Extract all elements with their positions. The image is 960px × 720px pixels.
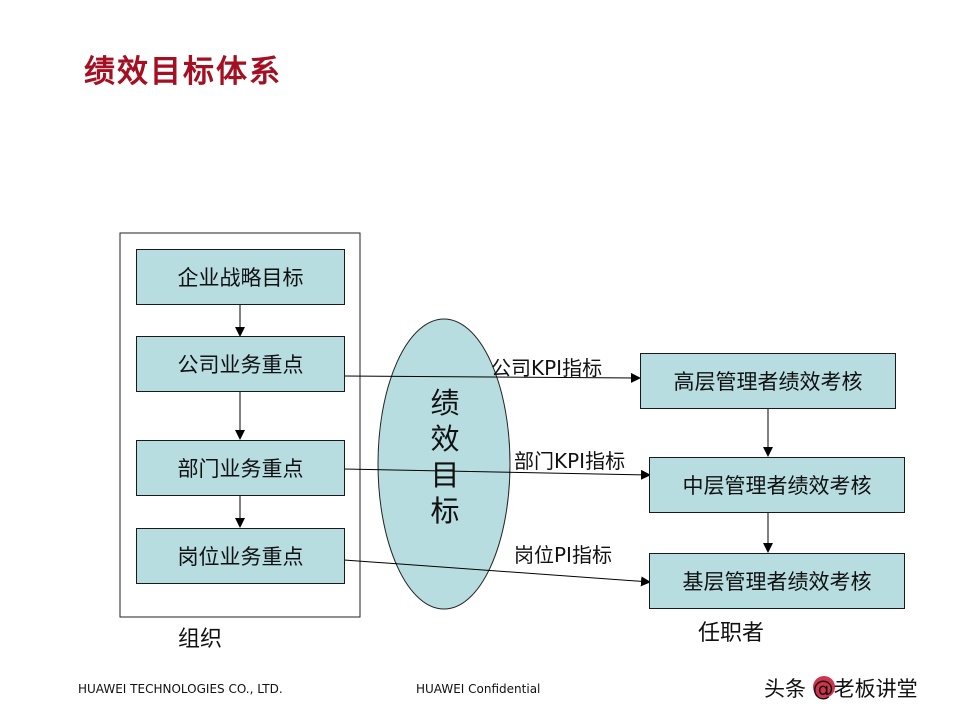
box-middle-manager-review: 中层管理者绩效考核	[649, 457, 905, 513]
box-position-focus: 岗位业务重点	[136, 528, 345, 584]
watermark-text: 头条 @老板讲堂	[764, 677, 918, 701]
footer-confidential: HUAWEI Confidential	[416, 682, 541, 696]
box-department-focus: 部门业务重点	[136, 440, 345, 496]
watermark-logo-icon	[813, 676, 835, 698]
arrow-company-kpi	[343, 372, 641, 383]
box-enterprise-strategy: 企业战略目标	[136, 249, 345, 305]
arrow-department-kpi	[343, 468, 651, 480]
employee-caption: 任职者	[698, 621, 765, 646]
company-kpi-label: 公司KPI指标	[491, 356, 603, 380]
box-senior-manager-review: 高层管理者绩效考核	[640, 353, 896, 409]
performance-goal-ellipse	[377, 318, 511, 610]
ellipse-label: 绩 效 目 标	[430, 386, 460, 528]
organization-caption: 组织	[178, 627, 223, 652]
page-title: 绩效目标体系	[84, 54, 282, 90]
box-junior-manager-review: 基层管理者绩效考核	[649, 553, 905, 609]
arrow-position-pi	[343, 559, 651, 587]
footer-company: HUAWEI TECHNOLOGIES CO., LTD.	[78, 682, 283, 696]
box-company-focus: 公司业务重点	[136, 336, 345, 392]
organization-frame	[119, 232, 361, 618]
position-pi-label: 岗位PI指标	[514, 543, 612, 567]
department-kpi-label: 部门KPI指标	[514, 449, 626, 473]
